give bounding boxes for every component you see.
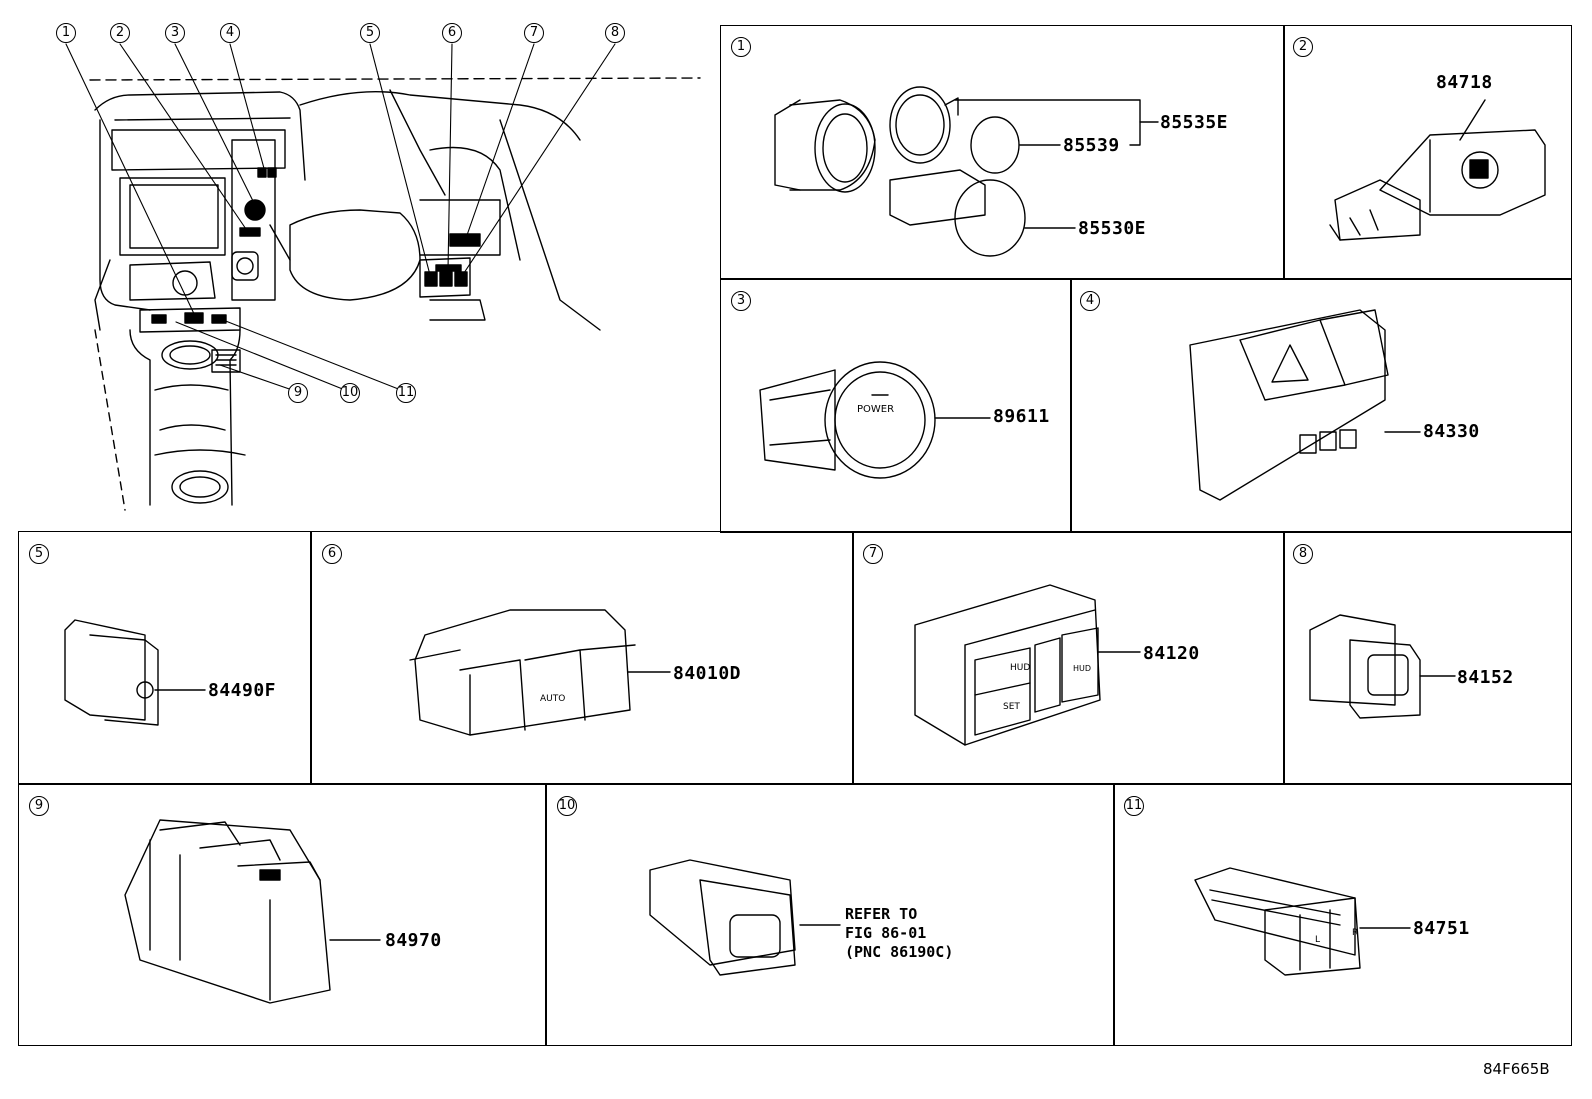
overview-callout: 2 [110,23,130,43]
hud-button-text: HUD [1073,664,1092,673]
power-switch-drawing [759,361,991,479]
hazard-switch-drawing [1189,309,1421,501]
cell-index: 6 [322,544,342,564]
switch-84490f-drawing [64,619,206,726]
l-button-text: L [1315,935,1321,945]
refer-note-line: FIG 86-01 [845,924,927,942]
cell-index: 4 [1080,291,1100,311]
overview-callout: 3 [165,23,185,43]
switch-84751-drawing [1194,867,1411,976]
overview-callout: 4 [220,23,240,43]
cell-index: 2 [1293,37,1313,57]
part-number: 84330 [1423,421,1480,442]
cell-10 [545,783,1115,1046]
overview-callout: 8 [605,23,625,43]
refer-note-line: (PNC 86190C) [845,943,954,961]
cell-6 [310,531,854,785]
cell-11 [1113,783,1572,1046]
cell-index: 5 [29,544,49,564]
part-number: 84010D [673,663,742,684]
cell-index: 1 [731,37,751,57]
cell-index: 7 [863,544,883,564]
switch-refer-drawing [649,859,841,976]
overview-callout: 7 [524,23,544,43]
part-number: 89611 [993,406,1050,427]
overview-callout: 5 [360,23,380,43]
part-number: 85530E [1078,218,1147,239]
part-number: 84970 [385,930,442,951]
cell-8 [1283,531,1572,785]
cell-4 [1070,278,1572,533]
refer-note-line: REFER TO [845,905,918,923]
hud-button-text: HUD [1010,663,1031,673]
overview-callout: 10 [340,383,360,403]
cell-index: 11 [1124,796,1144,816]
part-number: 84718 [1436,72,1493,93]
cell-1 [720,25,1285,280]
cell-3 [720,278,1072,533]
part-number: 84120 [1143,643,1200,664]
part-number: 84751 [1413,918,1470,939]
set-button-text: SET [1003,702,1020,712]
part-number: 84152 [1457,667,1514,688]
cell-index: 3 [731,291,751,311]
illustration-code: 84F665B [1483,1060,1550,1078]
power-button-text: POWER [857,404,895,415]
part-number: 85535E [1160,112,1229,133]
switch-84010d-drawing [409,609,671,736]
refer-note: REFER TO FIG 86-01 (PNC 86190C) [845,905,953,962]
cell-5 [18,531,312,785]
cell-index: 9 [29,796,49,816]
switch-84152-drawing [1309,614,1456,719]
parking-switch-drawing [1329,99,1546,241]
dashboard-overview-drawing [89,77,701,511]
overview-callout: 9 [288,383,308,403]
overview-callout: 6 [442,23,462,43]
cell-9 [18,783,547,1046]
cell-index: 8 [1293,544,1313,564]
part-number: 84490F [208,680,277,701]
switch-84970-drawing [124,819,381,1004]
cell-2 [1283,25,1572,280]
auto-button-text: AUTO [540,694,566,704]
outlet-assembly-drawing [774,86,1159,257]
overview-leader-lines [65,43,616,393]
part-number: 85539 [1063,135,1120,156]
cell-7 [852,531,1285,785]
r-button-text: R [1352,928,1359,938]
overview-callout: 1 [56,23,76,43]
overview-callout: 11 [396,383,416,403]
cell-index: 10 [557,796,577,816]
switch-84120-drawing [914,584,1141,746]
